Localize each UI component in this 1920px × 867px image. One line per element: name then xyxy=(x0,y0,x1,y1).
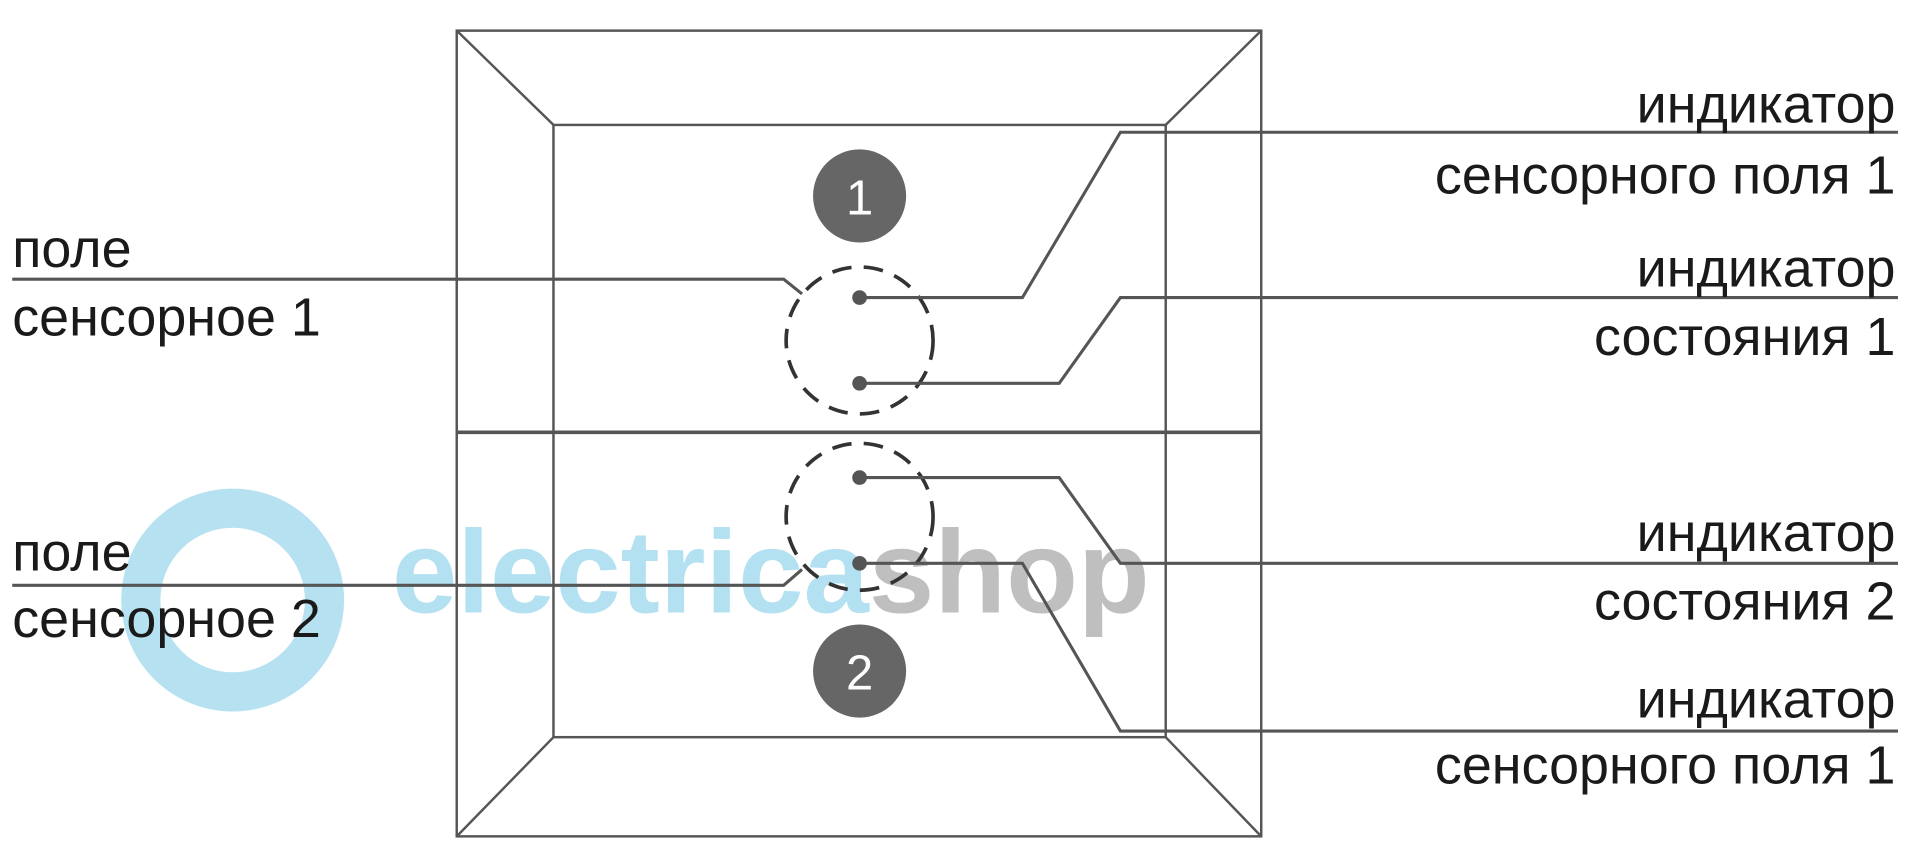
watermark-text: electricashop xyxy=(392,506,1150,637)
marker-2: 2 xyxy=(813,624,907,718)
label-state-indicator-2-line1: индикатор xyxy=(1637,503,1896,563)
svg-text:1: 1 xyxy=(846,171,873,225)
label-state-indicator-2-line2: состояния 2 xyxy=(1594,572,1896,632)
touch-area-2 xyxy=(784,441,935,593)
watermark-text-1: electrica xyxy=(392,506,871,637)
label-field-indicator-2-line1: индикатор xyxy=(1637,670,1896,730)
touch-area-1 xyxy=(784,265,935,416)
label-touch-field-2-line2: сенсорное 2 xyxy=(12,589,321,649)
label-touch-field-1-line1: поле xyxy=(12,219,131,279)
indicator-dot xyxy=(852,375,867,391)
label-state-indicator-1-line2: состояния 1 xyxy=(1594,307,1896,367)
indicator-dot xyxy=(852,290,867,305)
label-field-indicator-1-line2: сенсорного поля 1 xyxy=(1435,146,1896,206)
marker-1: 1 xyxy=(813,149,907,243)
indicator-dot xyxy=(852,470,867,485)
label-touch-field-2-line1: поле xyxy=(12,523,131,583)
svg-text:2: 2 xyxy=(846,646,873,700)
label-state-indicator-1-line1: индикатор xyxy=(1637,239,1896,299)
watermark-text-2: shop xyxy=(869,506,1150,637)
label-field-indicator-1-line1: индикатор xyxy=(1637,74,1896,134)
indicator-dot xyxy=(852,555,867,571)
watermark-logo-icon xyxy=(121,488,345,712)
watermark-logo: electricashop xyxy=(121,488,1150,712)
label-field-indicator-2-line2: сенсорного поля 1 xyxy=(1435,736,1896,796)
label-touch-field-1-line2: сенсорное 1 xyxy=(12,288,321,348)
switch-frame xyxy=(455,29,1263,838)
leader-lines xyxy=(12,130,1898,733)
